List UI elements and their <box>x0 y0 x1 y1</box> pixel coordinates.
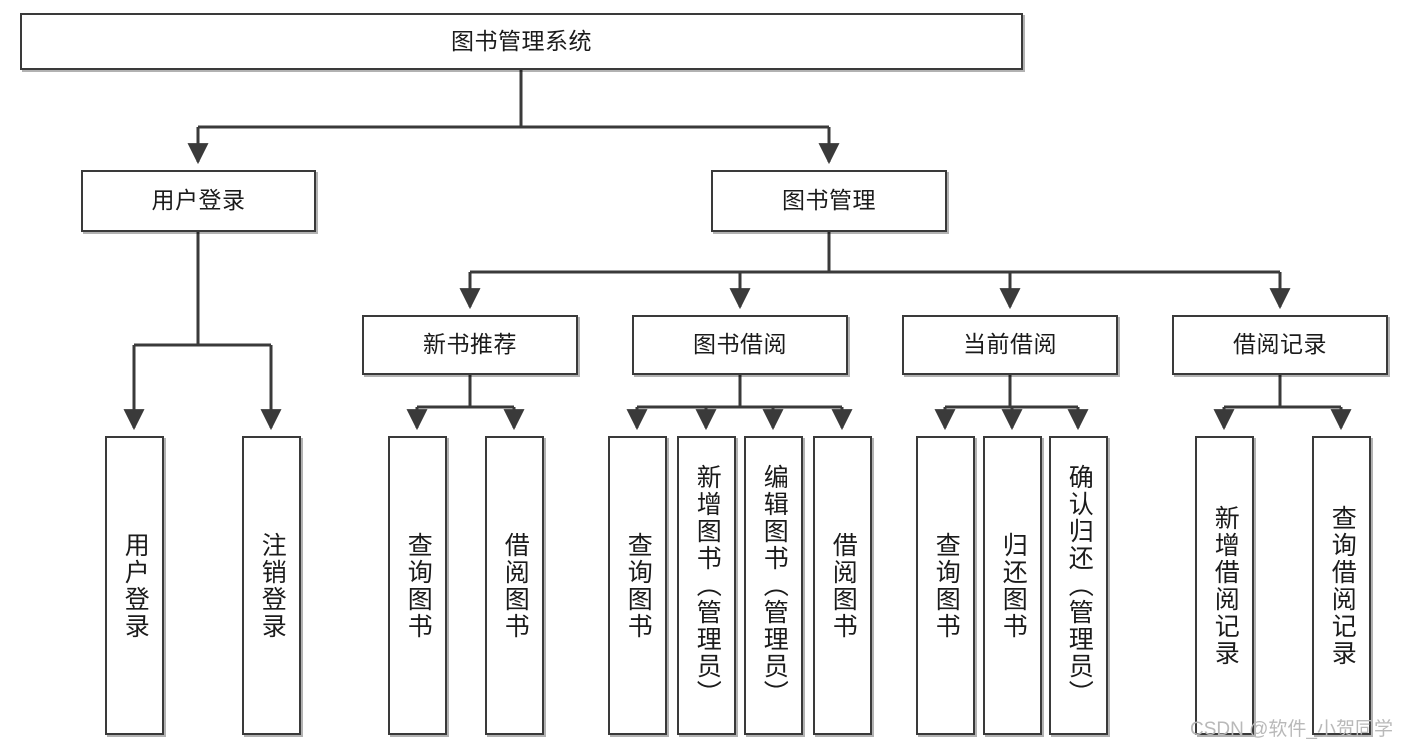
node-new-book-recommend[interactable]: 新书推荐 <box>362 315 578 375</box>
node-label: 用户登录 <box>121 531 150 640</box>
leaf-query-book-newbook[interactable]: 查询图书 <box>388 436 447 735</box>
node-current-borrow[interactable]: 当前借阅 <box>902 315 1118 375</box>
leaf-user-login[interactable]: 用户登录 <box>105 436 164 735</box>
leaf-borrow-book-newbook[interactable]: 借阅图书 <box>485 436 544 735</box>
node-label: 用户登录 <box>151 187 246 214</box>
node-label: 借阅记录 <box>1233 331 1327 358</box>
node-label: 图书管理系统 <box>451 27 592 54</box>
leaf-query-book-borrow[interactable]: 查询图书 <box>608 436 667 735</box>
node-label: 新增借阅记录 <box>1211 504 1240 667</box>
node-label: 注销登录 <box>258 531 287 640</box>
node-label: 图书借阅 <box>693 331 787 358</box>
node-label: 编辑图书（管理员） <box>760 464 789 707</box>
node-label: 确认归还（管理员） <box>1065 464 1094 707</box>
node-book-borrow[interactable]: 图书借阅 <box>632 315 848 375</box>
node-book-management[interactable]: 图书管理 <box>711 170 947 232</box>
node-borrow-record[interactable]: 借阅记录 <box>1172 315 1388 375</box>
leaf-return-book[interactable]: 归还图书 <box>983 436 1042 735</box>
node-label: 借阅图书 <box>501 531 530 640</box>
node-label: 当前借阅 <box>963 331 1057 358</box>
leaf-confirm-return-admin[interactable]: 确认归还（管理员） <box>1049 436 1108 735</box>
node-label: 借阅图书 <box>829 531 858 640</box>
leaf-query-book-current[interactable]: 查询图书 <box>916 436 975 735</box>
leaf-add-borrow-record[interactable]: 新增借阅记录 <box>1195 436 1254 735</box>
node-label: 归还图书 <box>999 531 1028 640</box>
node-label: 查询图书 <box>624 531 653 640</box>
node-label: 图书管理 <box>782 187 876 214</box>
leaf-add-book-admin[interactable]: 新增图书（管理员） <box>677 436 736 735</box>
node-label: 查询图书 <box>404 531 433 640</box>
leaf-logout-login[interactable]: 注销登录 <box>242 436 301 735</box>
node-user-login[interactable]: 用户登录 <box>81 170 316 232</box>
csdn-watermark: CSDN @软件_小贺同学 <box>1190 719 1393 740</box>
node-label: 查询借阅记录 <box>1328 504 1357 667</box>
node-label: 新书推荐 <box>423 331 517 358</box>
leaf-query-borrow-record[interactable]: 查询借阅记录 <box>1312 436 1371 735</box>
leaf-edit-book-admin[interactable]: 编辑图书（管理员） <box>744 436 803 735</box>
node-label: 查询图书 <box>932 531 961 640</box>
leaf-borrow-book[interactable]: 借阅图书 <box>813 436 872 735</box>
node-label: 新增图书（管理员） <box>693 464 722 707</box>
node-book-management-system[interactable]: 图书管理系统 <box>20 13 1023 70</box>
